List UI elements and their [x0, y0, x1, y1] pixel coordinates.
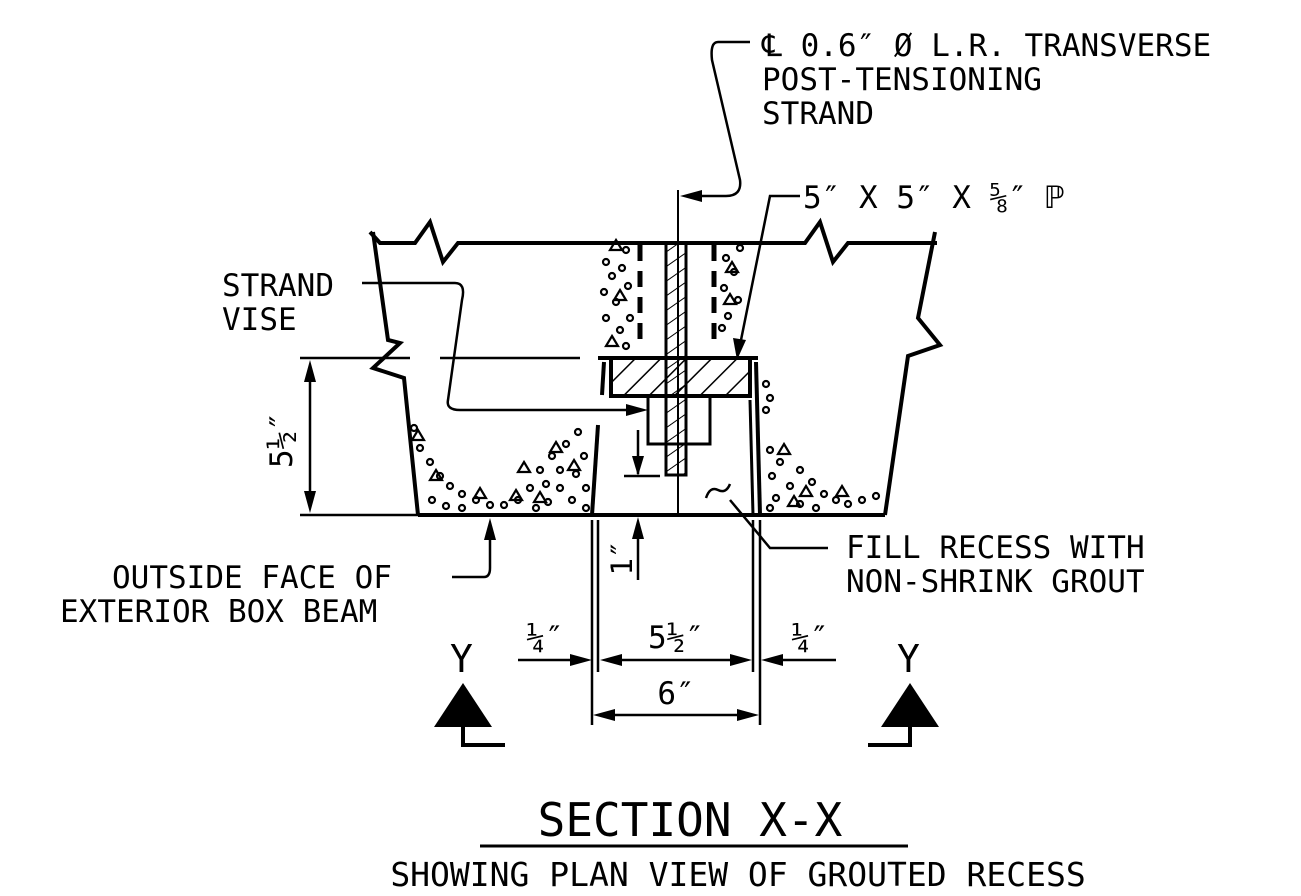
plate-leader-arrow: [733, 338, 746, 360]
plate-leader: [738, 194, 800, 346]
plate-label: 5″ X 5″ X ⅝″ ℙ: [803, 180, 1064, 216]
dim-right-gap: ¼″: [791, 620, 828, 656]
dimension-lines: [300, 356, 836, 725]
dim-inner-width: 5½″: [648, 620, 704, 656]
left-wall: [369, 231, 420, 516]
section-marker-left: Y: [434, 637, 505, 747]
face-label-line2: EXTERIOR BOX BEAM: [60, 594, 377, 630]
section-arrow-left: [434, 683, 492, 727]
right-wall: [883, 231, 944, 516]
face-label-line1: OUTSIDE FACE OF: [112, 560, 392, 596]
section-letter-left: Y: [450, 637, 473, 681]
vise-leader: [362, 281, 628, 412]
strand-label-line1: ℄ 0.6″ Ø L.R. TRANSVERSE: [761, 28, 1211, 64]
vise-leader-arrow: [626, 404, 648, 416]
strand: [664, 241, 688, 477]
strand-leader: [700, 40, 750, 198]
face-leader: [452, 538, 492, 579]
section-letter-right: Y: [897, 637, 920, 681]
dim-height: 5½″: [264, 412, 300, 468]
section-arrow-right: [881, 683, 939, 727]
vise-label-line1: STRAND: [222, 268, 334, 304]
section-title: SECTION X-X: [538, 793, 843, 847]
strand-leader-arrow: [680, 190, 702, 202]
grout-label-line1: FILL RECESS WITH: [846, 530, 1145, 566]
beam-outline: [368, 217, 944, 517]
section-subtitle: SHOWING PLAN VIEW OF GROUTED RECESS: [390, 855, 1085, 894]
strand-label-line3: STRAND: [762, 96, 874, 132]
dim-offset: 1″: [605, 541, 639, 576]
grout-label-line2: NON-SHRINK GROUT: [846, 564, 1145, 600]
recess-walls: [590, 361, 762, 516]
duct-lines: [637, 245, 717, 345]
grout-stipple: [409, 237, 881, 513]
grout-tilde: [704, 483, 732, 499]
grout-leader: [729, 499, 828, 550]
section-marker-right: Y: [868, 637, 939, 747]
leader-lines: [362, 40, 828, 579]
dim-left-gap: ¼″: [526, 620, 563, 656]
dim-total-width: 6″: [657, 676, 694, 712]
strand-label-line2: POST-TENSIONING: [762, 62, 1042, 98]
top-break-line: [368, 217, 937, 267]
face-leader-arrow: [484, 518, 496, 540]
vise-label-line2: VISE: [222, 302, 297, 338]
